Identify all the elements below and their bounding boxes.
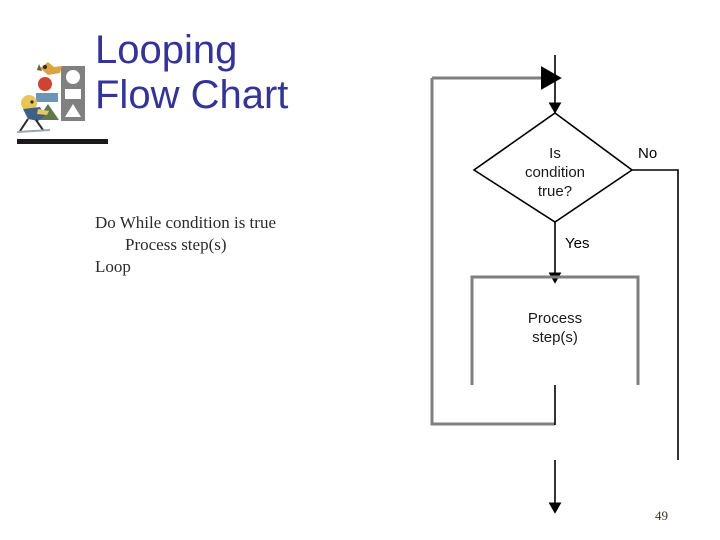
loop-back-path (430, 78, 555, 426)
body-line-1: Do While condition is true (95, 213, 276, 232)
process-label-line2: step(s) (532, 329, 578, 346)
blue-rect-shape (36, 93, 58, 102)
body-text: Do While condition is true Process step(… (95, 212, 395, 278)
page-number: 49 (655, 508, 668, 523)
person-arm (37, 109, 49, 115)
body-line-3: Loop (95, 257, 131, 276)
looping-flow-chart-diagram: Is condition true? No Yes Process step(s… (410, 40, 720, 520)
person-head (21, 95, 37, 111)
body-line-2: Process step(s) (125, 235, 227, 254)
decision-label-line3: true? (538, 183, 572, 200)
title-underline (17, 139, 108, 144)
red-circle-shape (38, 77, 52, 91)
no-branch-path (632, 169, 679, 460)
page-title: Looping Flow Chart (95, 28, 289, 117)
no-label: No (638, 145, 657, 162)
process-box (470, 275, 640, 385)
ground-line (16, 129, 51, 133)
title-block: Looping Flow Chart (95, 28, 415, 118)
decision-label-line1: Is (549, 145, 561, 162)
decision-label-line2: condition (525, 164, 585, 181)
person-carrying-shapes-clipart (14, 58, 94, 138)
dog-icon (40, 62, 62, 75)
yes-label: Yes (565, 235, 589, 252)
process-label-line1: Process (528, 310, 582, 327)
